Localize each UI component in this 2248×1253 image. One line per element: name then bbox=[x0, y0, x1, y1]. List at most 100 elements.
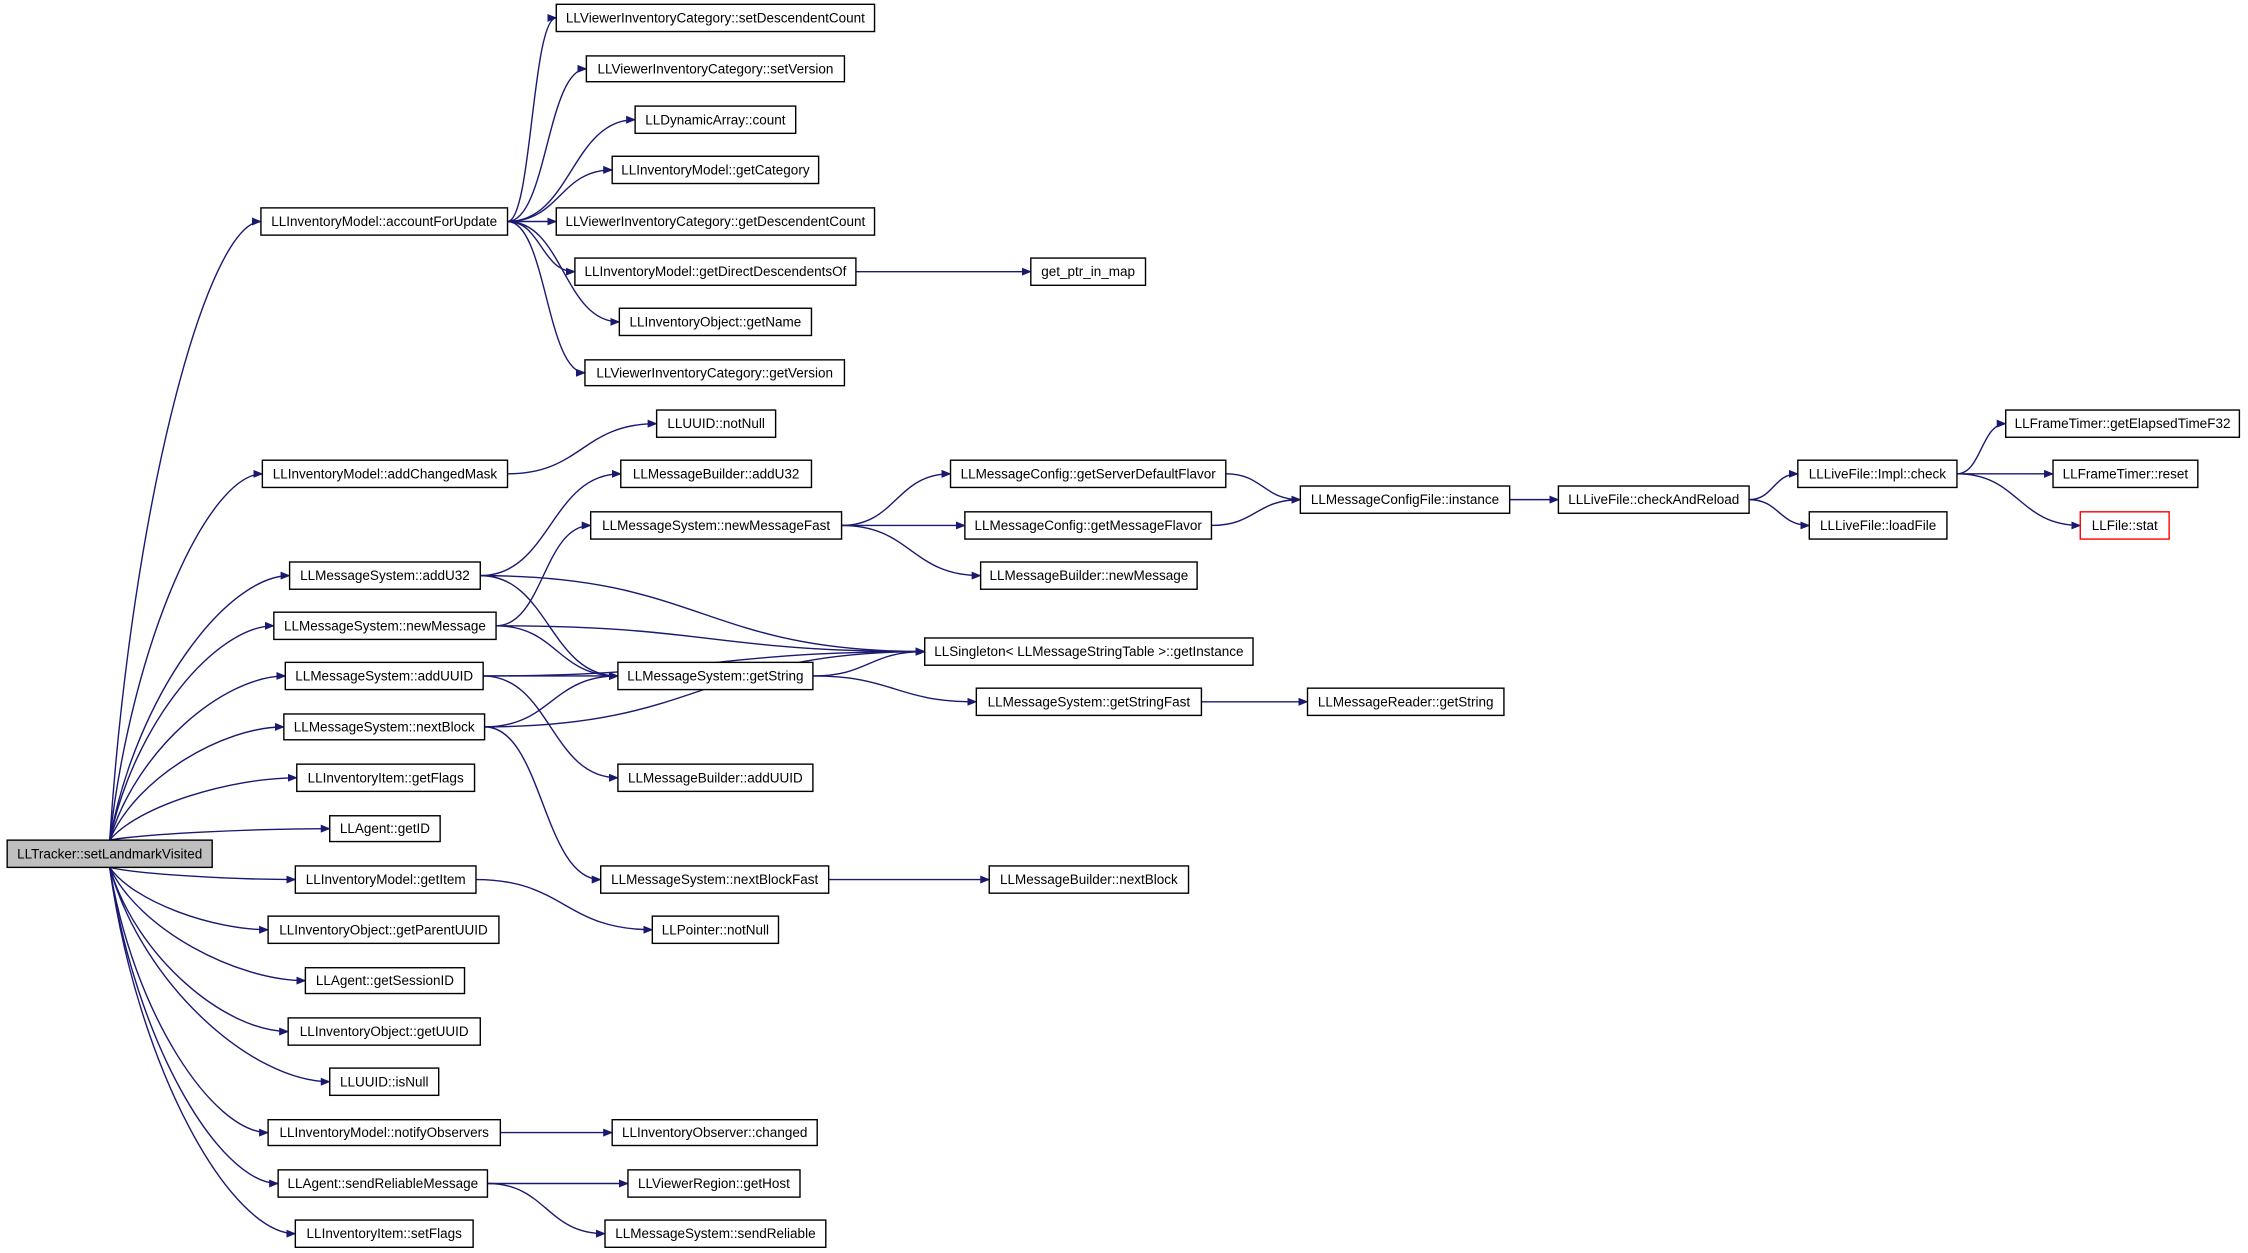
edge-n_acc-to-n_setDesc bbox=[507, 13, 558, 223]
node-label: LLMessageSystem::nextBlockFast bbox=[611, 872, 818, 887]
node-llinventoryitem-setflags[interactable]: LLInventoryItem::setFlags bbox=[294, 1219, 474, 1248]
node-box bbox=[284, 661, 484, 691]
node-llviewerinventorycategory-getversion[interactable]: LLViewerInventoryCategory::getVersion bbox=[584, 359, 846, 387]
node-box bbox=[1797, 459, 1958, 489]
node-llmessageconfig-getmessageflavor[interactable]: LLMessageConfig::getMessageFlavor bbox=[964, 511, 1213, 540]
node-label: LLLiveFile::checkAndReload bbox=[1568, 492, 1739, 507]
node-box bbox=[287, 1017, 481, 1046]
node-llinventorymodel-accountforupdate[interactable]: LLInventoryModel::accountForUpdate bbox=[260, 207, 509, 236]
edge-root-to-n_itemGetFlags bbox=[109, 773, 298, 841]
edge-root-to-n_notify bbox=[108, 867, 270, 1137]
node-box bbox=[267, 915, 500, 945]
node-box bbox=[617, 763, 814, 793]
node-llviewerregion-gethost[interactable]: LLViewerRegion::getHost bbox=[627, 1169, 801, 1198]
node-llviewerinventorycategory-setversion[interactable]: LLViewerInventoryCategory::setVersion bbox=[585, 55, 846, 83]
node-get-ptr-in-map[interactable]: get_ptr_in_map bbox=[1030, 257, 1147, 287]
edge-root-to-n_sendReliableMsg bbox=[108, 867, 280, 1188]
node-llinventorymodel-getitem[interactable]: LLInventoryModel::getItem bbox=[294, 865, 477, 894]
node-box bbox=[304, 967, 466, 995]
node-llviewerinventorycategory-getdescendentcount[interactable]: LLViewerInventoryCategory::getDescendent… bbox=[555, 207, 876, 236]
node-llmessagesystem-nextblockfast[interactable]: LLMessageSystem::nextBlockFast bbox=[600, 865, 830, 894]
node-label: LLFrameTimer::getElapsedTimeF32 bbox=[2015, 416, 2231, 431]
node-label: LLMessageReader::getString bbox=[1318, 694, 1494, 709]
node-label: LLViewerInventoryCategory::setVersion bbox=[597, 61, 833, 76]
node-label: LLFrameTimer::reset bbox=[2063, 466, 2189, 481]
node-label: LLInventoryObject::getName bbox=[629, 314, 801, 329]
node-llinventoryobject-getparentuuid[interactable]: LLInventoryObject::getParentUUID bbox=[267, 915, 500, 945]
node-box bbox=[964, 511, 1213, 540]
node-llframetimer-getelapsedtimef32[interactable]: LLFrameTimer::getElapsedTimeF32 bbox=[2005, 409, 2241, 438]
node-llmessagesystem-nextblock[interactable]: LLMessageSystem::nextBlock bbox=[283, 713, 486, 741]
node-box bbox=[294, 1219, 474, 1248]
node-llinventorymodel-getcategory[interactable]: LLInventoryModel::getCategory bbox=[611, 155, 820, 185]
node-llinventoryitem-getflags[interactable]: LLInventoryItem::getFlags bbox=[296, 763, 476, 793]
node-llfile-stat[interactable]: LLFile::stat bbox=[2079, 511, 2170, 540]
node-llinventorymodel-getdirectdescendentsof[interactable]: LLInventoryModel::getDirectDescendentsOf bbox=[574, 257, 857, 287]
node-llmessagesystem-sendreliable[interactable]: LLMessageSystem::sendReliable bbox=[604, 1219, 827, 1248]
node-box bbox=[294, 865, 477, 894]
node-llpointer-notnull[interactable]: LLPointer::notNull bbox=[651, 915, 780, 945]
node-box bbox=[611, 1118, 818, 1147]
edge-n_acc-to-n_getCat bbox=[507, 165, 614, 223]
node-lluuid-notnull[interactable]: LLUUID::notNull bbox=[655, 409, 777, 438]
node-box bbox=[329, 815, 441, 843]
edge-root-to-n_msAddU32 bbox=[108, 571, 291, 841]
node-llsingleton-llmessagestringtable-getinstance[interactable]: LLSingleton< LLMessageStringTable >::get… bbox=[924, 637, 1254, 666]
node-lllivefile-checkandreload[interactable]: LLLiveFile::checkAndReload bbox=[1557, 485, 1750, 514]
node-llinventorymodel-addchangedmask[interactable]: LLInventoryModel::addChangedMask bbox=[261, 459, 509, 489]
node-llmessagesystem-newmessagefast[interactable]: LLMessageSystem::newMessageFast bbox=[589, 511, 843, 540]
node-llmessagesystem-getstringfast[interactable]: LLMessageSystem::getStringFast bbox=[975, 687, 1203, 717]
edge-n_acc-to-n_setVer bbox=[507, 64, 588, 223]
edge-root-to-n_agentGetID bbox=[109, 824, 331, 841]
node-label: LLFile::stat bbox=[2092, 518, 2158, 533]
node-label: LLInventoryModel::getCategory bbox=[621, 162, 810, 177]
node-box bbox=[1808, 511, 1948, 540]
node-llmessagesystem-getstring[interactable]: LLMessageSystem::getString bbox=[617, 661, 814, 691]
node-llmessagebuilder-adduuid[interactable]: LLMessageBuilder::addUUID bbox=[617, 763, 814, 793]
node-label: LLInventoryModel::notifyObservers bbox=[280, 1125, 490, 1140]
edge-n_msGetString-to-n_singleton bbox=[812, 647, 926, 677]
node-llmessagesystem-adduuid[interactable]: LLMessageSystem::addUUID bbox=[284, 661, 484, 691]
edge-n_msNextBlock-to-n_nextBlockFast bbox=[484, 726, 602, 884]
edge-n_addChanged-to-n_uuidNotNull bbox=[507, 419, 658, 475]
node-llagent-getid[interactable]: LLAgent::getID bbox=[329, 815, 441, 843]
node-llmessagesystem-newmessage[interactable]: LLMessageSystem::newMessage bbox=[273, 611, 497, 641]
node-llinventorymodel-notifyobservers[interactable]: LLInventoryModel::notifyObservers bbox=[267, 1118, 502, 1147]
node-label: LLViewerInventoryCategory::getVersion bbox=[596, 365, 833, 380]
node-label: LLDynamicArray::count bbox=[645, 112, 786, 127]
node-box bbox=[261, 459, 509, 489]
node-llmessageconfig-getserverdefaultflavor[interactable]: LLMessageConfig::getServerDefaultFlavor bbox=[949, 459, 1227, 489]
node-llagent-getsessionid[interactable]: LLAgent::getSessionID bbox=[304, 967, 466, 995]
node-llmessagesystem-addu32[interactable]: LLMessageSystem::addU32 bbox=[288, 561, 481, 590]
edge-root-to-n_objParent bbox=[109, 866, 270, 934]
node-lluuid-isnull[interactable]: LLUUID::isNull bbox=[329, 1067, 440, 1097]
node-box bbox=[634, 105, 797, 135]
node-lldynamicarray-count[interactable]: LLDynamicArray::count bbox=[634, 105, 797, 135]
node-label: LLMessageSystem::sendReliable bbox=[615, 1226, 815, 1241]
node-lllivefile-impl-check[interactable]: LLLiveFile::Impl::check bbox=[1797, 459, 1958, 489]
node-llinventoryobject-getname[interactable]: LLInventoryObject::getName bbox=[618, 307, 813, 337]
edge-n_msAddU32-to-n_singleton bbox=[480, 574, 926, 656]
node-label: LLPointer::notNull bbox=[662, 922, 769, 937]
node-box bbox=[627, 1169, 801, 1198]
node-llmessagebuilder-addu32[interactable]: LLMessageBuilder::addU32 bbox=[620, 459, 813, 489]
edge-n_newMsgFast-to-n_cfgDefault bbox=[841, 469, 952, 527]
node-box bbox=[611, 155, 820, 185]
edge-n_acc-to-n_objName bbox=[507, 220, 621, 326]
node-lltracker-setlandmarkvisited[interactable]: LLTracker::setLandmarkVisited bbox=[6, 839, 213, 869]
node-llmessageconfigfile-instance[interactable]: LLMessageConfigFile::instance bbox=[1299, 485, 1511, 514]
node-llmessagebuilder-nextblock[interactable]: LLMessageBuilder::nextBlock bbox=[988, 865, 1190, 894]
node-llframetimer-reset[interactable]: LLFrameTimer::reset bbox=[2052, 459, 2199, 489]
node-llmessagebuilder-newmessage[interactable]: LLMessageBuilder::newMessage bbox=[979, 561, 1198, 590]
node-lllivefile-loadfile[interactable]: LLLiveFile::loadFile bbox=[1808, 511, 1948, 540]
node-llviewerinventorycategory-setdescendentcount[interactable]: LLViewerInventoryCategory::setDescendent… bbox=[555, 3, 876, 33]
node-llinventoryobserver-changed[interactable]: LLInventoryObserver::changed bbox=[611, 1118, 818, 1147]
edge-n_acc-to-n_getVer bbox=[507, 220, 586, 377]
node-box bbox=[949, 459, 1227, 489]
node-box bbox=[604, 1219, 827, 1248]
node-box bbox=[6, 839, 213, 869]
node-box bbox=[618, 307, 813, 337]
node-llmessagereader-getstring[interactable]: LLMessageReader::getString bbox=[1306, 687, 1505, 717]
node-llagent-sendreliablemessage[interactable]: LLAgent::sendReliableMessage bbox=[277, 1169, 489, 1198]
node-llinventoryobject-getuuid[interactable]: LLInventoryObject::getUUID bbox=[287, 1017, 481, 1046]
